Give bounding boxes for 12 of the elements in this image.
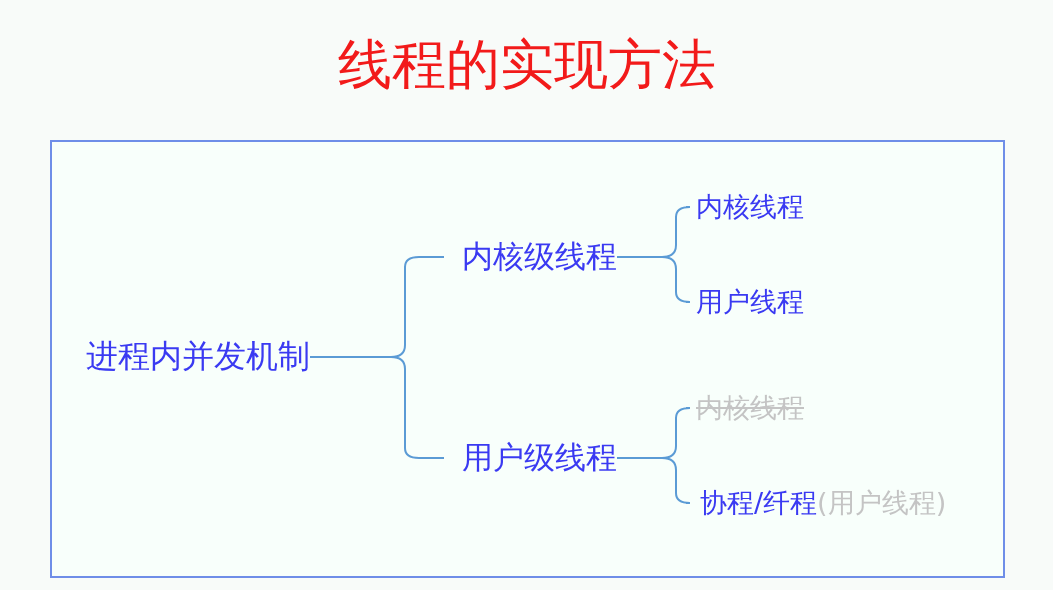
node-label: 用户级线程 bbox=[462, 438, 617, 477]
node-label: 进程内并发机制 bbox=[86, 336, 310, 377]
note-label: (用户线程) bbox=[817, 486, 947, 520]
node-label: 用户线程 bbox=[696, 285, 804, 319]
brace-connector bbox=[309, 356, 445, 459]
node-label: 内核线程 bbox=[696, 190, 804, 224]
brace-connector bbox=[616, 256, 691, 303]
brace-connector bbox=[616, 457, 691, 504]
node-label: 协程/纤程 bbox=[700, 486, 818, 520]
struck-label: 内核线程 bbox=[696, 391, 804, 425]
title: 线程的实现方法 bbox=[336, 32, 717, 98]
node-label: 内核级线程 bbox=[462, 237, 617, 276]
